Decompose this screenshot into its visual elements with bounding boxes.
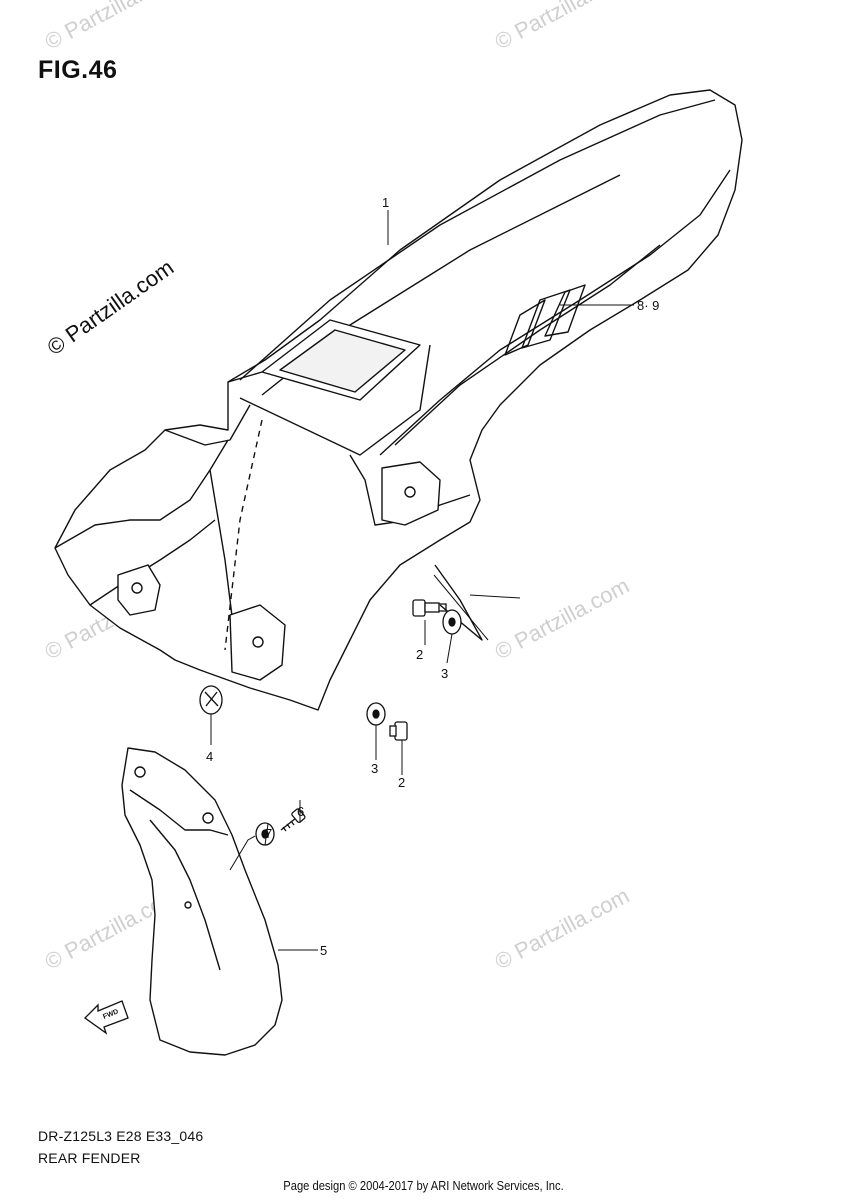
fender-tunnel-2 <box>209 469 236 641</box>
rear-fender-part <box>54 89 743 711</box>
callout-1: 1 <box>382 195 389 210</box>
callout-5: 5 <box>320 943 327 958</box>
footer-copyright: Page design © 2004-2017 by ARI Network S… <box>283 1178 564 1193</box>
callout-2a: 2 <box>416 647 423 662</box>
mud-flap-fold-2 <box>149 819 221 971</box>
watermark-dark: © Partzilla.com <box>43 255 179 361</box>
watermark-top-right: © Partzilla.com <box>491 0 634 54</box>
fender-license-window-inner <box>279 329 406 393</box>
callout-labels: 1 8· 9 2 3 4 3 2 7 6 5 <box>206 195 659 958</box>
bolt-2b <box>389 721 408 741</box>
leader-lines <box>210 210 634 951</box>
callout-7: 7 <box>265 826 272 841</box>
figure-model-code: DR-Z125L3 E28 E33_046 <box>38 1128 204 1144</box>
mud-flap-hole-2 <box>202 812 214 824</box>
clip-4 <box>199 685 223 715</box>
callout-3a: 3 <box>441 666 448 681</box>
bolt-2a <box>412 599 447 617</box>
fender-side-ridge-2 <box>394 244 661 446</box>
fender-outline <box>54 89 743 711</box>
washer-3b <box>366 702 386 726</box>
fender-tunnel <box>164 404 251 446</box>
callout-6: 6 <box>297 804 304 819</box>
fender-left-inner <box>89 519 216 606</box>
watermark-top-left: © Partzilla.com <box>41 0 184 54</box>
callout-2b: 2 <box>398 775 405 790</box>
figure-title: FIG.46 <box>38 56 118 84</box>
fender-decal <box>504 284 586 356</box>
fender-left-hole <box>131 582 143 594</box>
washer-3a <box>442 609 462 635</box>
mud-flap-part <box>121 747 283 1056</box>
mud-flap-fold <box>129 789 229 836</box>
fender-right-hole <box>404 486 416 498</box>
mud-flap-outline <box>121 747 283 1056</box>
fender-bottom-hole <box>252 636 264 648</box>
fender-window-frame <box>227 344 431 456</box>
figure-section-name: REAR FENDER <box>38 1150 141 1166</box>
mud-flap-hole-1 <box>134 766 146 778</box>
mud-flap-hole-3 <box>184 901 192 909</box>
washer-7 <box>255 822 275 846</box>
fender-center-dash <box>224 419 263 651</box>
fender-ridge-upper <box>239 99 716 381</box>
watermark-mid-right: © Partzilla.com <box>491 573 634 665</box>
fwd-arrow-icon: FWD <box>83 1000 129 1035</box>
watermark-low-right: © Partzilla.com <box>491 883 634 975</box>
callout-8-9: 8· 9 <box>637 298 659 313</box>
fasteners <box>199 599 462 846</box>
screw-6 <box>280 808 306 832</box>
callout-4: 4 <box>206 749 213 764</box>
callout-3b: 3 <box>371 761 378 776</box>
